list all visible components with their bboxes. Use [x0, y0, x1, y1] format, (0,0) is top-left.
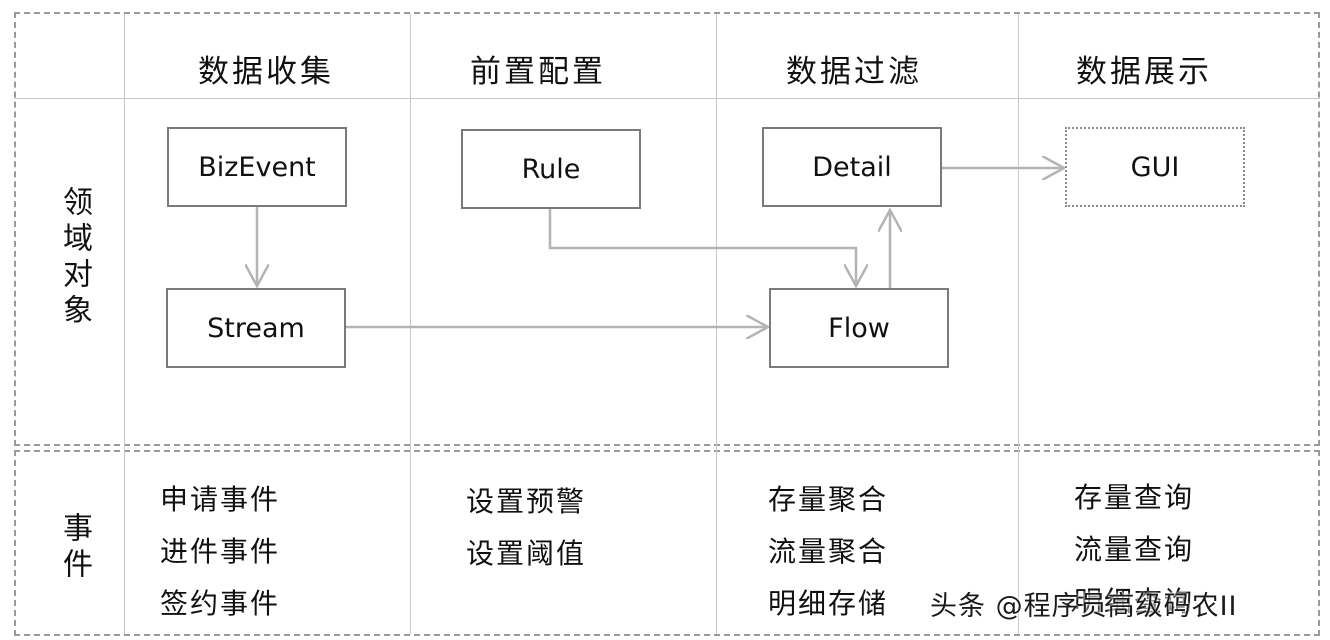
event-item: 进件事件	[160, 535, 281, 568]
events-collect: 申请事件 进件事件 签约事件	[160, 474, 280, 630]
events-config: 设置预警 设置阈值	[466, 476, 586, 580]
events-display: 存量查询 流量查询 明细查询	[1074, 472, 1194, 628]
column-divider-3	[716, 14, 717, 634]
watermark-text: 头条 @程序员高级码农II	[930, 591, 1238, 622]
domain-objects-frame	[14, 12, 1320, 446]
node-bizevent[interactable]: BizEvent	[167, 127, 347, 207]
event-item: 存量查询	[1074, 481, 1195, 514]
node-gui[interactable]: GUI	[1065, 127, 1245, 207]
node-stream[interactable]: Stream	[166, 288, 346, 368]
events-filter: 存量聚合 流量聚合 明细存储	[768, 474, 888, 630]
event-item: 流量聚合	[768, 535, 889, 568]
column-header-filter: 数据过滤	[786, 54, 922, 90]
event-item: 明细查询	[1074, 585, 1195, 618]
event-item: 申请事件	[160, 483, 281, 516]
events-frame	[14, 450, 1320, 636]
row-label-events: 事件	[57, 512, 92, 584]
edge-rule-flow	[548, 208, 856, 286]
column-header-config: 前置配置	[470, 54, 606, 90]
node-detail[interactable]: Detail	[762, 127, 942, 207]
row-label-domain-objects: 领域对象	[57, 186, 92, 330]
event-item: 存量聚合	[768, 483, 889, 516]
event-item: 流量查询	[1074, 533, 1195, 566]
event-item: 设置阈值	[466, 537, 587, 570]
header-divider	[14, 98, 1320, 99]
node-rule[interactable]: Rule	[461, 129, 641, 209]
event-item: 明细存储	[768, 587, 889, 620]
column-divider-2	[410, 14, 411, 634]
node-flow[interactable]: Flow	[769, 288, 949, 368]
column-header-display: 数据展示	[1076, 54, 1212, 90]
column-header-collect: 数据收集	[198, 54, 334, 90]
event-item: 签约事件	[160, 587, 281, 620]
column-divider-4	[1018, 14, 1019, 634]
event-item: 设置预警	[466, 485, 587, 518]
column-divider-1	[124, 14, 125, 634]
